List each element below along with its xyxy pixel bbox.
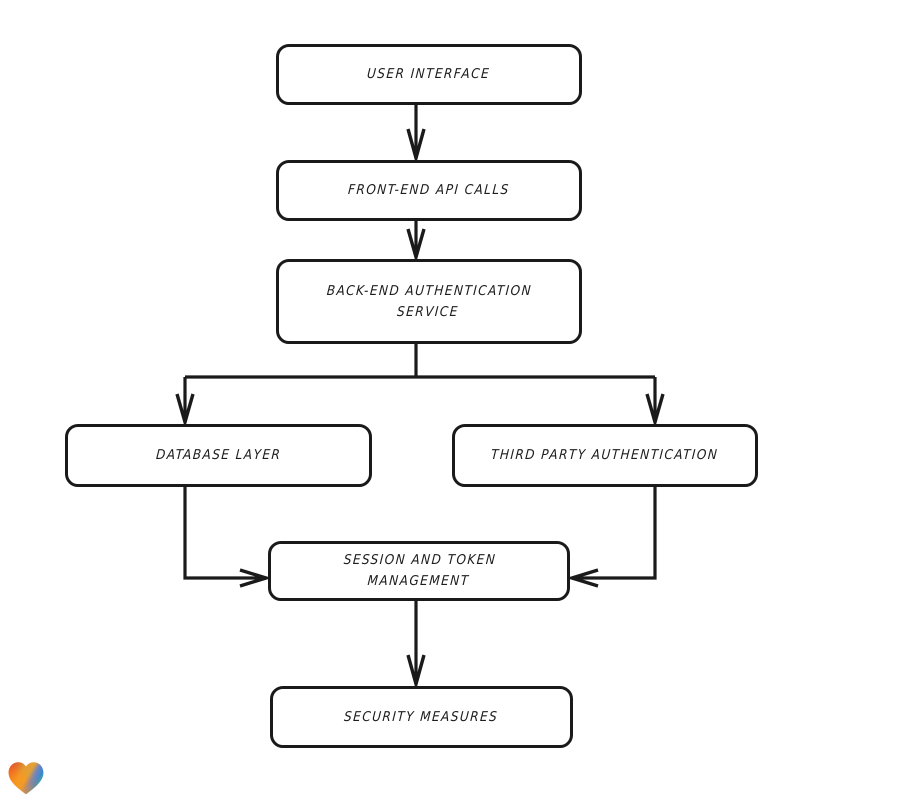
edge-database-layer-to-session-token: [183, 487, 272, 588]
node-frontend-api-calls[interactable]: Front-End API Calls: [276, 160, 582, 221]
edge-session-token-to-security-measures: [406, 601, 426, 691]
node-database-layer-label: Database Layer: [155, 447, 282, 464]
node-backend-authentication-service-label: Back-End Authentication Service: [326, 282, 533, 320]
node-security-measures[interactable]: Security Measures: [270, 686, 573, 748]
node-session-and-token-management-label: Session and Token Management: [342, 552, 497, 589]
node-database-layer[interactable]: Database Layer: [65, 424, 372, 487]
node-user-interface-label: User Interface: [366, 66, 492, 83]
node-third-party-authentication-label: Third Party Authentication: [490, 447, 720, 464]
edge-frontend-api-to-backend-auth: [406, 221, 426, 264]
node-user-interface[interactable]: User Interface: [276, 44, 582, 105]
node-session-and-token-management[interactable]: Session and Token Management: [268, 541, 570, 601]
node-security-measures-label: Security Measures: [343, 708, 500, 725]
edge-split-to-database-layer: [175, 377, 195, 429]
edge-backend-auth-split-bar: [185, 344, 655, 379]
node-frontend-api-calls-label: Front-End API Calls: [347, 182, 511, 199]
edge-third-party-auth-to-session-token: [566, 487, 657, 588]
edge-user-interface-to-frontend-api: [406, 105, 426, 165]
heart-icon: [8, 762, 44, 795]
node-backend-authentication-service[interactable]: Back-End Authentication Service: [276, 259, 582, 344]
edge-split-to-third-party-auth: [645, 377, 665, 429]
node-third-party-authentication[interactable]: Third Party Authentication: [452, 424, 758, 487]
